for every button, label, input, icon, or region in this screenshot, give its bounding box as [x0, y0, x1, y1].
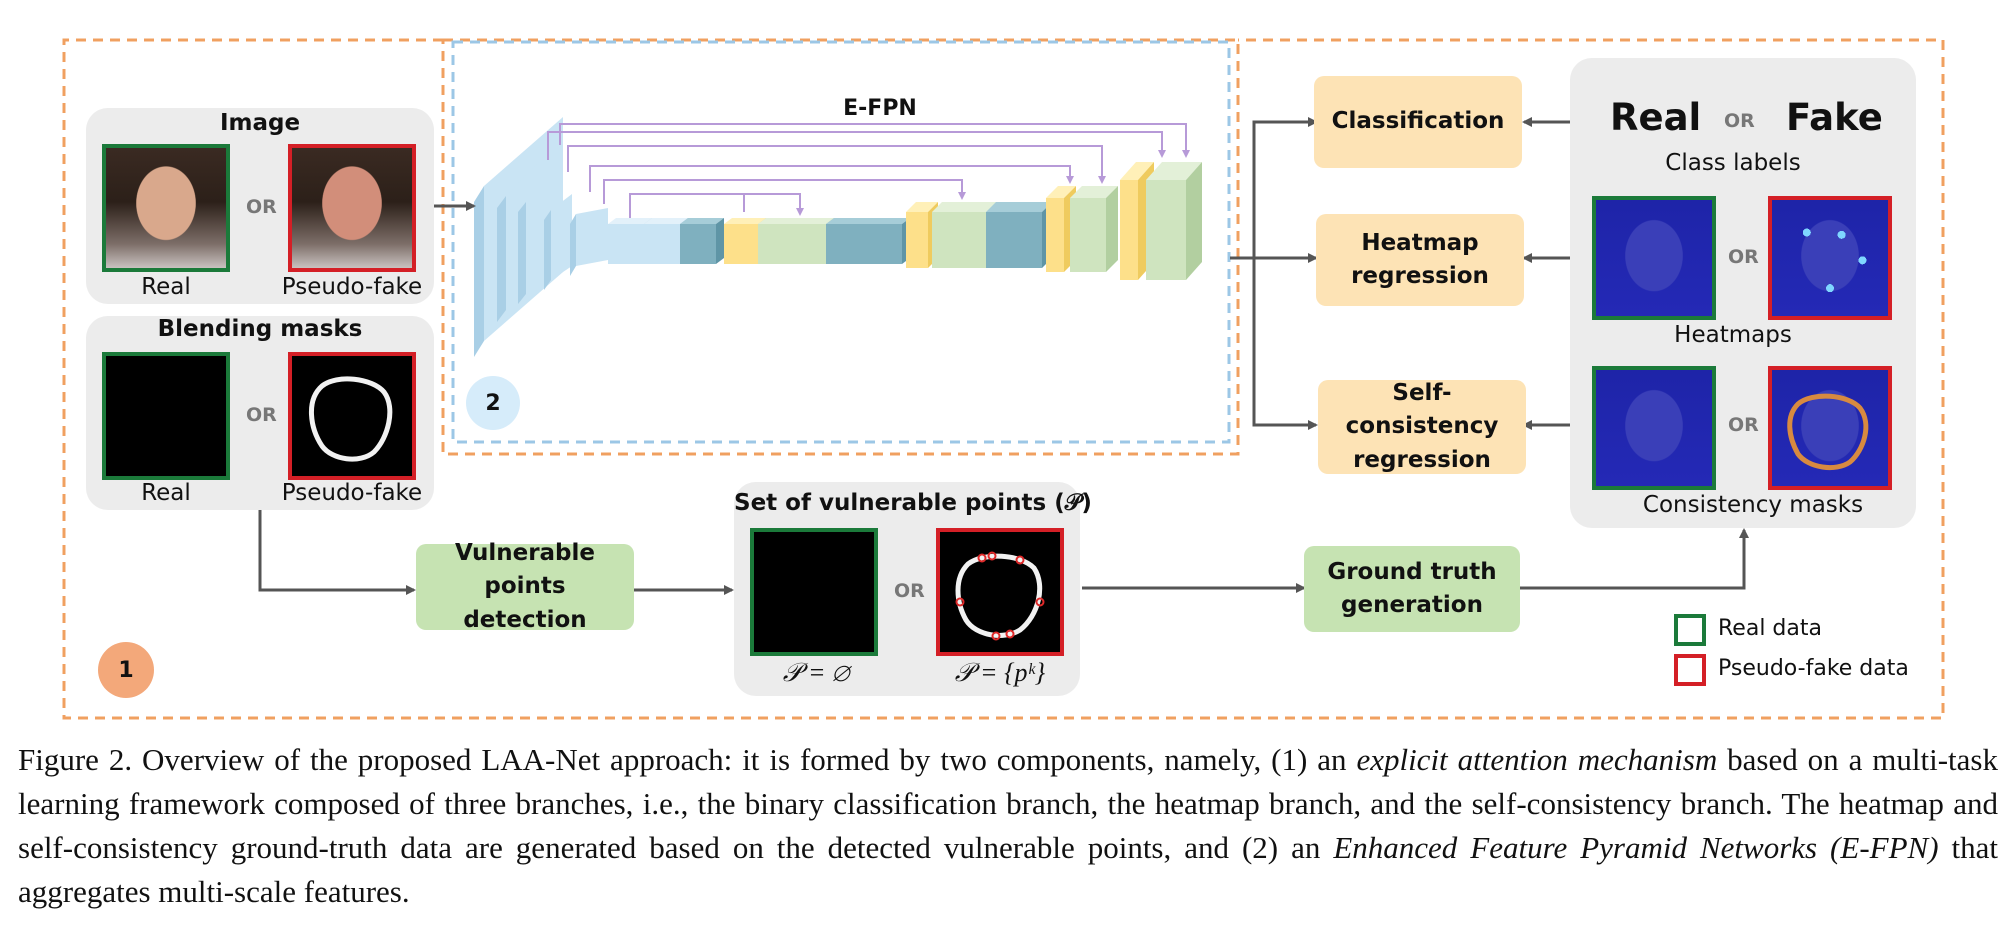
caption-middle: based on a multi-task learning framework… [18, 742, 1998, 865]
legend-real-label: Real data [1718, 616, 1822, 641]
heatmap-or-label: OR [1728, 246, 1759, 268]
image-real-label: Real [141, 274, 191, 300]
self-consistency-regression-head: Self-consistency regression [1318, 380, 1526, 474]
points-or-label: OR [894, 580, 925, 602]
legend-fake-label: Pseudo-fake data [1718, 656, 1909, 681]
masks-real-label: Real [141, 480, 191, 506]
efpn-label: E-FPN [843, 96, 917, 121]
decoder-block [1146, 162, 1202, 280]
feature-block [680, 218, 724, 264]
image-panel-title: Image [219, 110, 301, 136]
fake-face-image [288, 144, 416, 272]
encoder-block [544, 194, 572, 290]
fake-mask-image [288, 352, 416, 480]
class-real-word: Real [1610, 96, 1702, 139]
vulnerable-set-title: Set of vulnerable points (𝒫) [734, 490, 1092, 516]
points-set-formula: 𝒫 = {pᵏ} [954, 658, 1046, 687]
encoder-block [570, 208, 608, 276]
real-face-image [102, 144, 230, 272]
image-fake-label: Pseudo-fake [281, 274, 423, 300]
points-contour [955, 551, 1045, 641]
feature-block [758, 218, 834, 264]
badge-2: 2 [466, 376, 520, 430]
empty-points-image [750, 528, 878, 656]
legend: Real data Pseudo-fake data [1674, 614, 1914, 688]
consistency-masks-caption: Consistency masks [1642, 492, 1864, 518]
skip-connections [547, 123, 1190, 218]
consistency-contour [1787, 393, 1869, 471]
fake-heatmap-image [1768, 196, 1892, 320]
legend-real-swatch [1674, 614, 1706, 646]
badge-1: 1 [98, 642, 154, 698]
badge-1-text: 1 [118, 657, 134, 683]
flow-arrows [258, 117, 1749, 595]
dashed-frame-2 [451, 40, 1231, 444]
heatmaps-caption: Heatmaps [1674, 322, 1792, 348]
badge-2-text: 2 [485, 390, 501, 416]
decoder-block [1070, 186, 1118, 272]
classification-head: Classification [1314, 76, 1522, 168]
real-consistency-image [1592, 366, 1716, 490]
class-labels-caption: Class labels [1665, 150, 1801, 176]
points-image [936, 528, 1064, 656]
efpn-network [474, 117, 1202, 357]
legend-fake-swatch [1674, 654, 1706, 686]
mask-contour [308, 376, 393, 462]
masks-panel-title: Blending masks [157, 316, 363, 342]
fake-consistency-image [1768, 366, 1892, 490]
ground-truth-generation-box: Ground truth generation [1304, 546, 1520, 632]
decoder-block [986, 202, 1052, 268]
masks-fake-label: Pseudo-fake [281, 480, 423, 506]
caption-suffix: that aggregates multi-scale features. [18, 830, 1998, 909]
feature-block [644, 218, 688, 264]
real-mask-image [102, 352, 230, 480]
masks-or-label: OR [246, 404, 277, 426]
class-fake-word: Fake [1786, 96, 1883, 139]
empty-set-formula: 𝒫 = ∅ [782, 658, 850, 687]
caption-emphasis-1: explicit attention mechanism [1356, 742, 1718, 777]
class-or-label: OR [1724, 110, 1755, 132]
feature-block [826, 218, 910, 264]
image-or-label: OR [246, 196, 277, 218]
figure-caption: Figure 2. Overview of the proposed LAA-N… [18, 738, 1998, 914]
dashed-frame-1 [62, 38, 1945, 720]
caption-prefix: Figure 2. Overview of the proposed LAA-N… [18, 742, 1357, 777]
real-heatmap-image [1592, 196, 1716, 320]
diagram-canvas [62, 38, 1945, 720]
heatmap-regression-head: Heatmap regression [1316, 214, 1524, 306]
vulnerable-points-detection-box: Vulnerable points detection [416, 540, 634, 633]
caption-emphasis-2: Enhanced Feature Pyramid Networks (E-FPN… [1333, 830, 1939, 865]
consistency-or-label: OR [1728, 414, 1759, 436]
